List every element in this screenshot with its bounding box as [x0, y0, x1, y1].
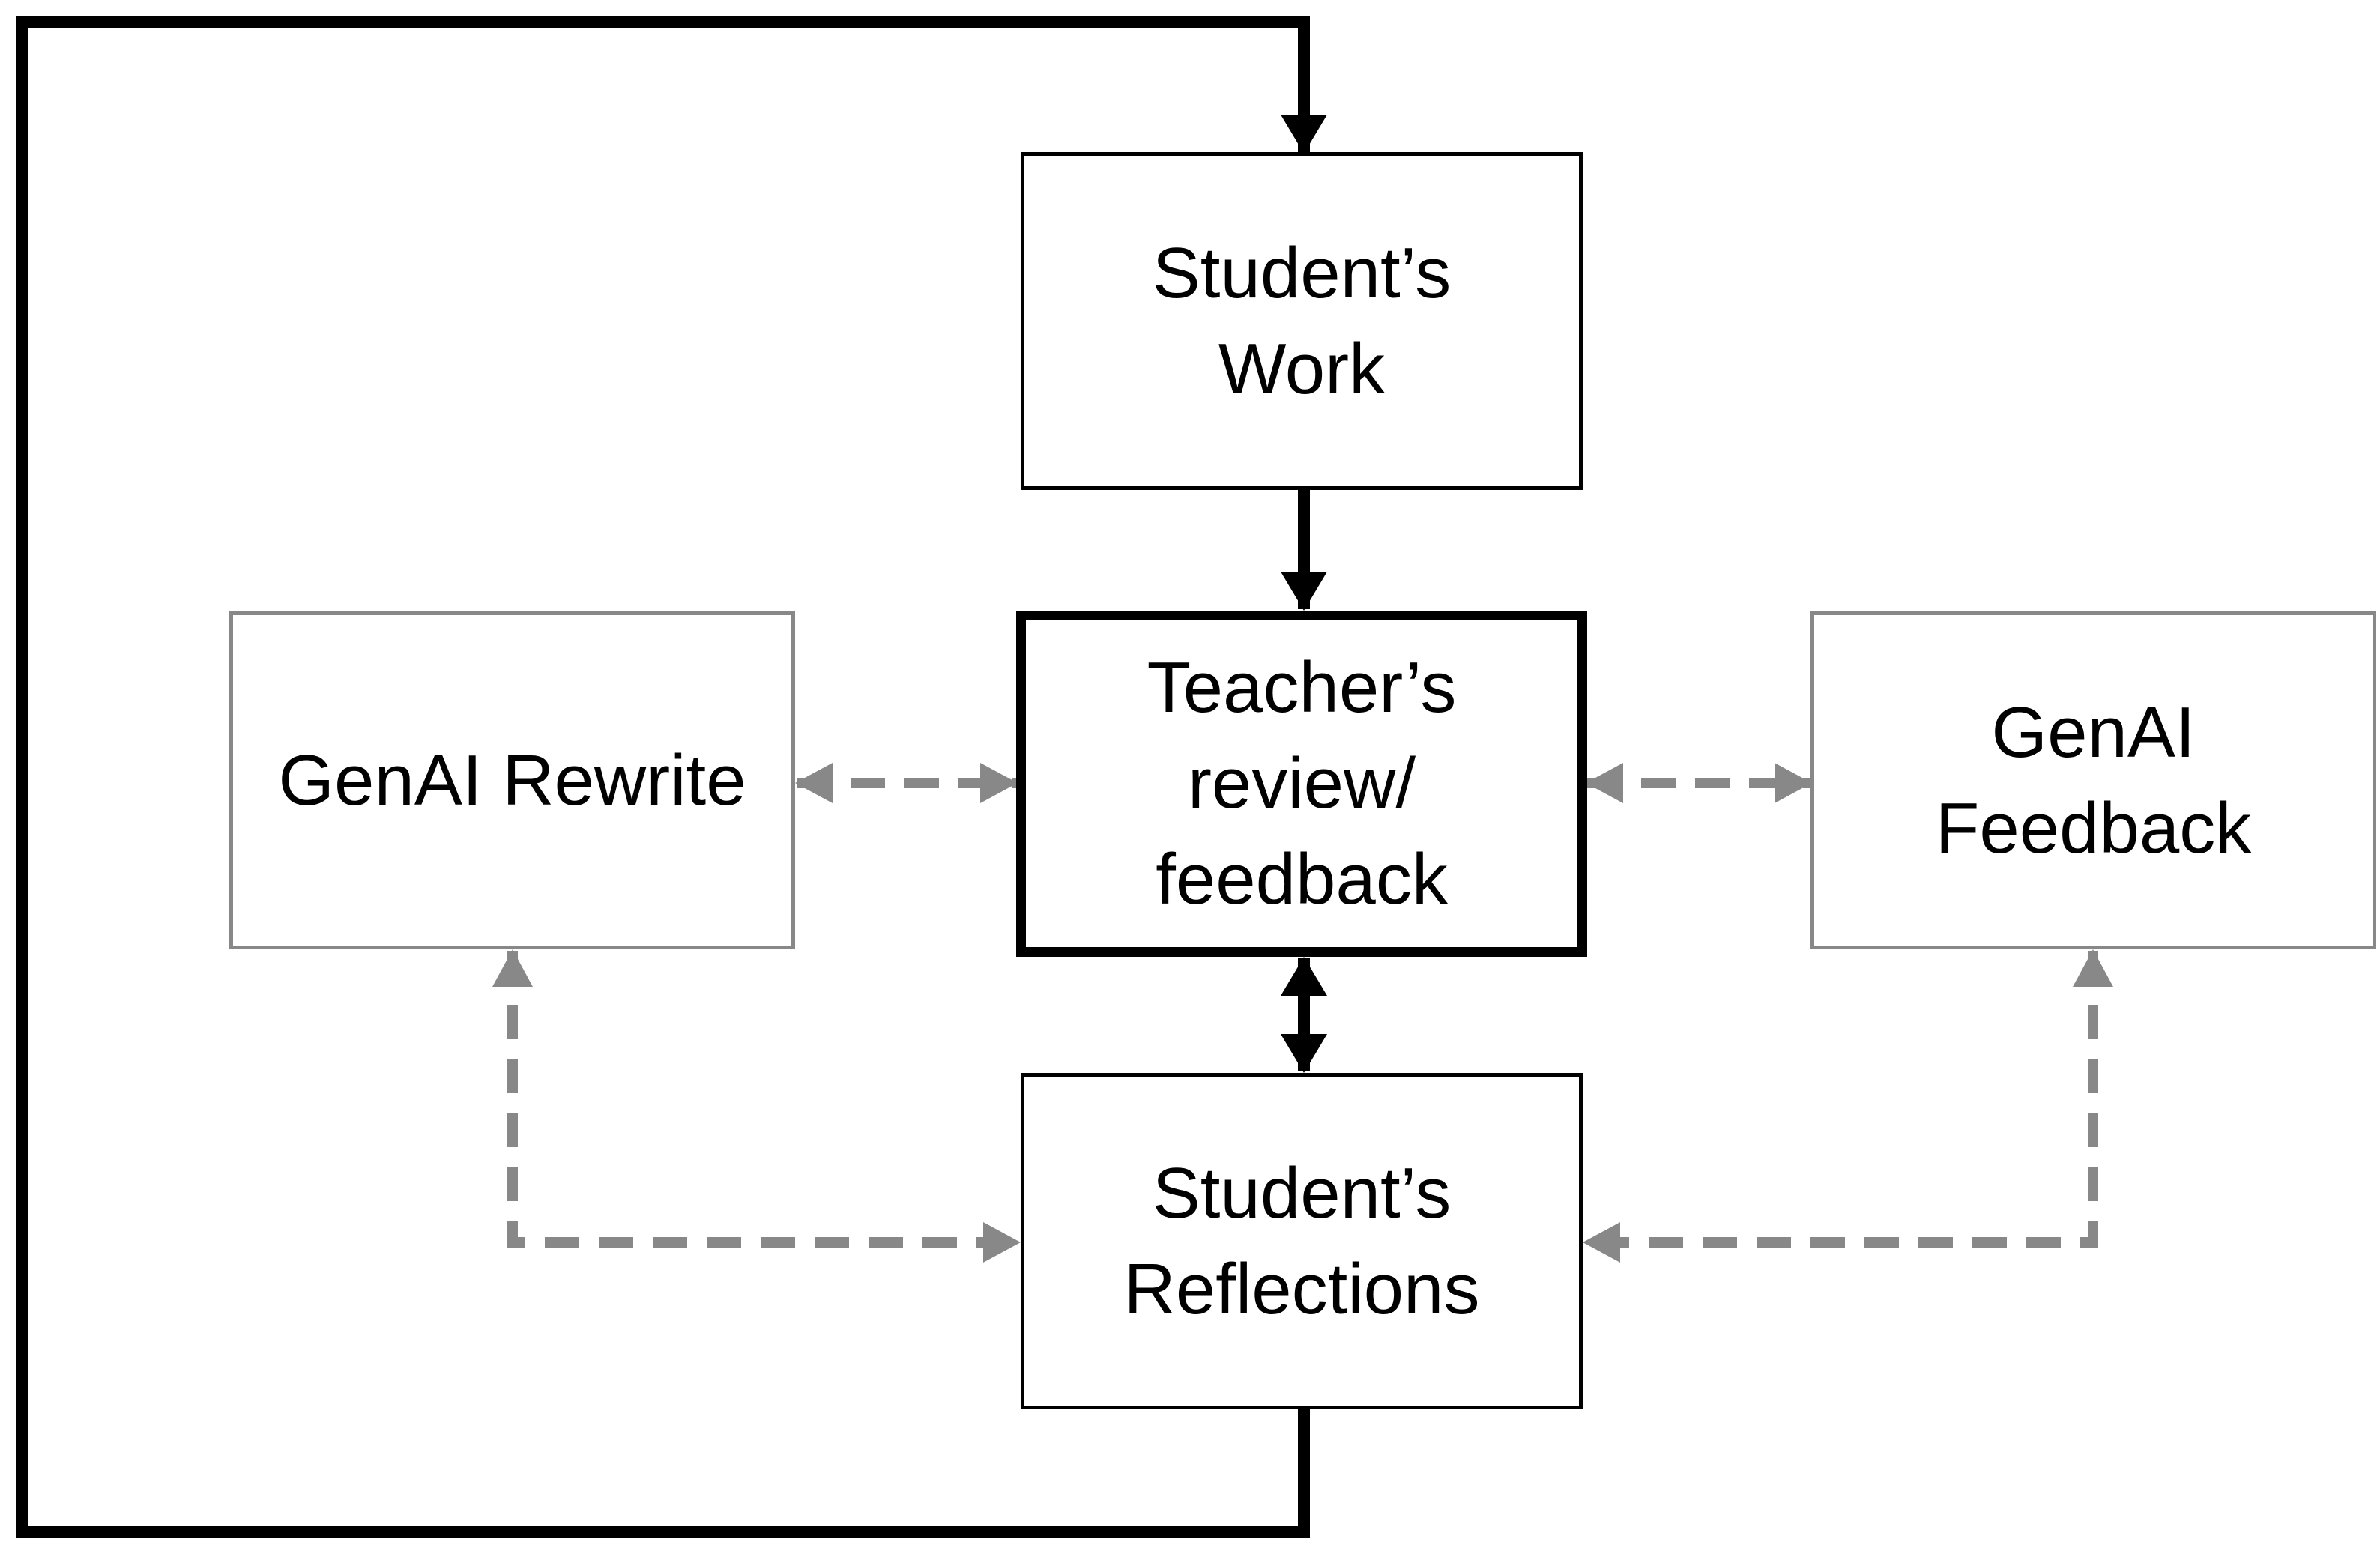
dashed-arrow-rewrite-reflections: [492, 949, 1021, 1263]
node-teacher-review-line-3: feedback: [1156, 839, 1448, 919]
node-student-reflections-line-2: Reflections: [1123, 1248, 1480, 1329]
node-genai-feedback-label: GenAI Feedback: [1936, 685, 2252, 877]
loop-arrow-reflections-to-work: [16, 16, 1327, 1538]
node-teacher-review: Teacher’s review/ feedback: [1016, 611, 1587, 957]
node-student-work-line-1: Student’s: [1152, 232, 1452, 313]
node-genai-feedback: GenAI Feedback: [1810, 611, 2376, 949]
node-student-work-line-2: Work: [1218, 328, 1386, 409]
node-genai-feedback-line-2: Feedback: [1935, 787, 2252, 868]
node-student-reflections: Student’s Reflections: [1021, 1073, 1583, 1409]
node-student-work: Student’s Work: [1021, 152, 1583, 490]
node-genai-feedback-line-1: GenAI: [1991, 692, 2196, 773]
node-teacher-review-label: Teacher’s review/ feedback: [1147, 640, 1457, 928]
node-genai-rewrite: GenAI Rewrite: [229, 611, 795, 949]
node-genai-rewrite-line-1: GenAI Rewrite: [278, 740, 746, 820]
dashed-arrow-feedback-reflections: [1583, 949, 2113, 1263]
node-student-reflections-label: Student’s Reflections: [1124, 1146, 1480, 1337]
node-teacher-review-line-2: review/: [1187, 743, 1416, 823]
node-genai-rewrite-label: GenAI Rewrite: [278, 733, 746, 829]
node-teacher-review-line-1: Teacher’s: [1147, 647, 1457, 728]
node-student-work-label: Student’s Work: [1153, 226, 1452, 417]
node-student-reflections-line-1: Student’s: [1152, 1152, 1452, 1233]
